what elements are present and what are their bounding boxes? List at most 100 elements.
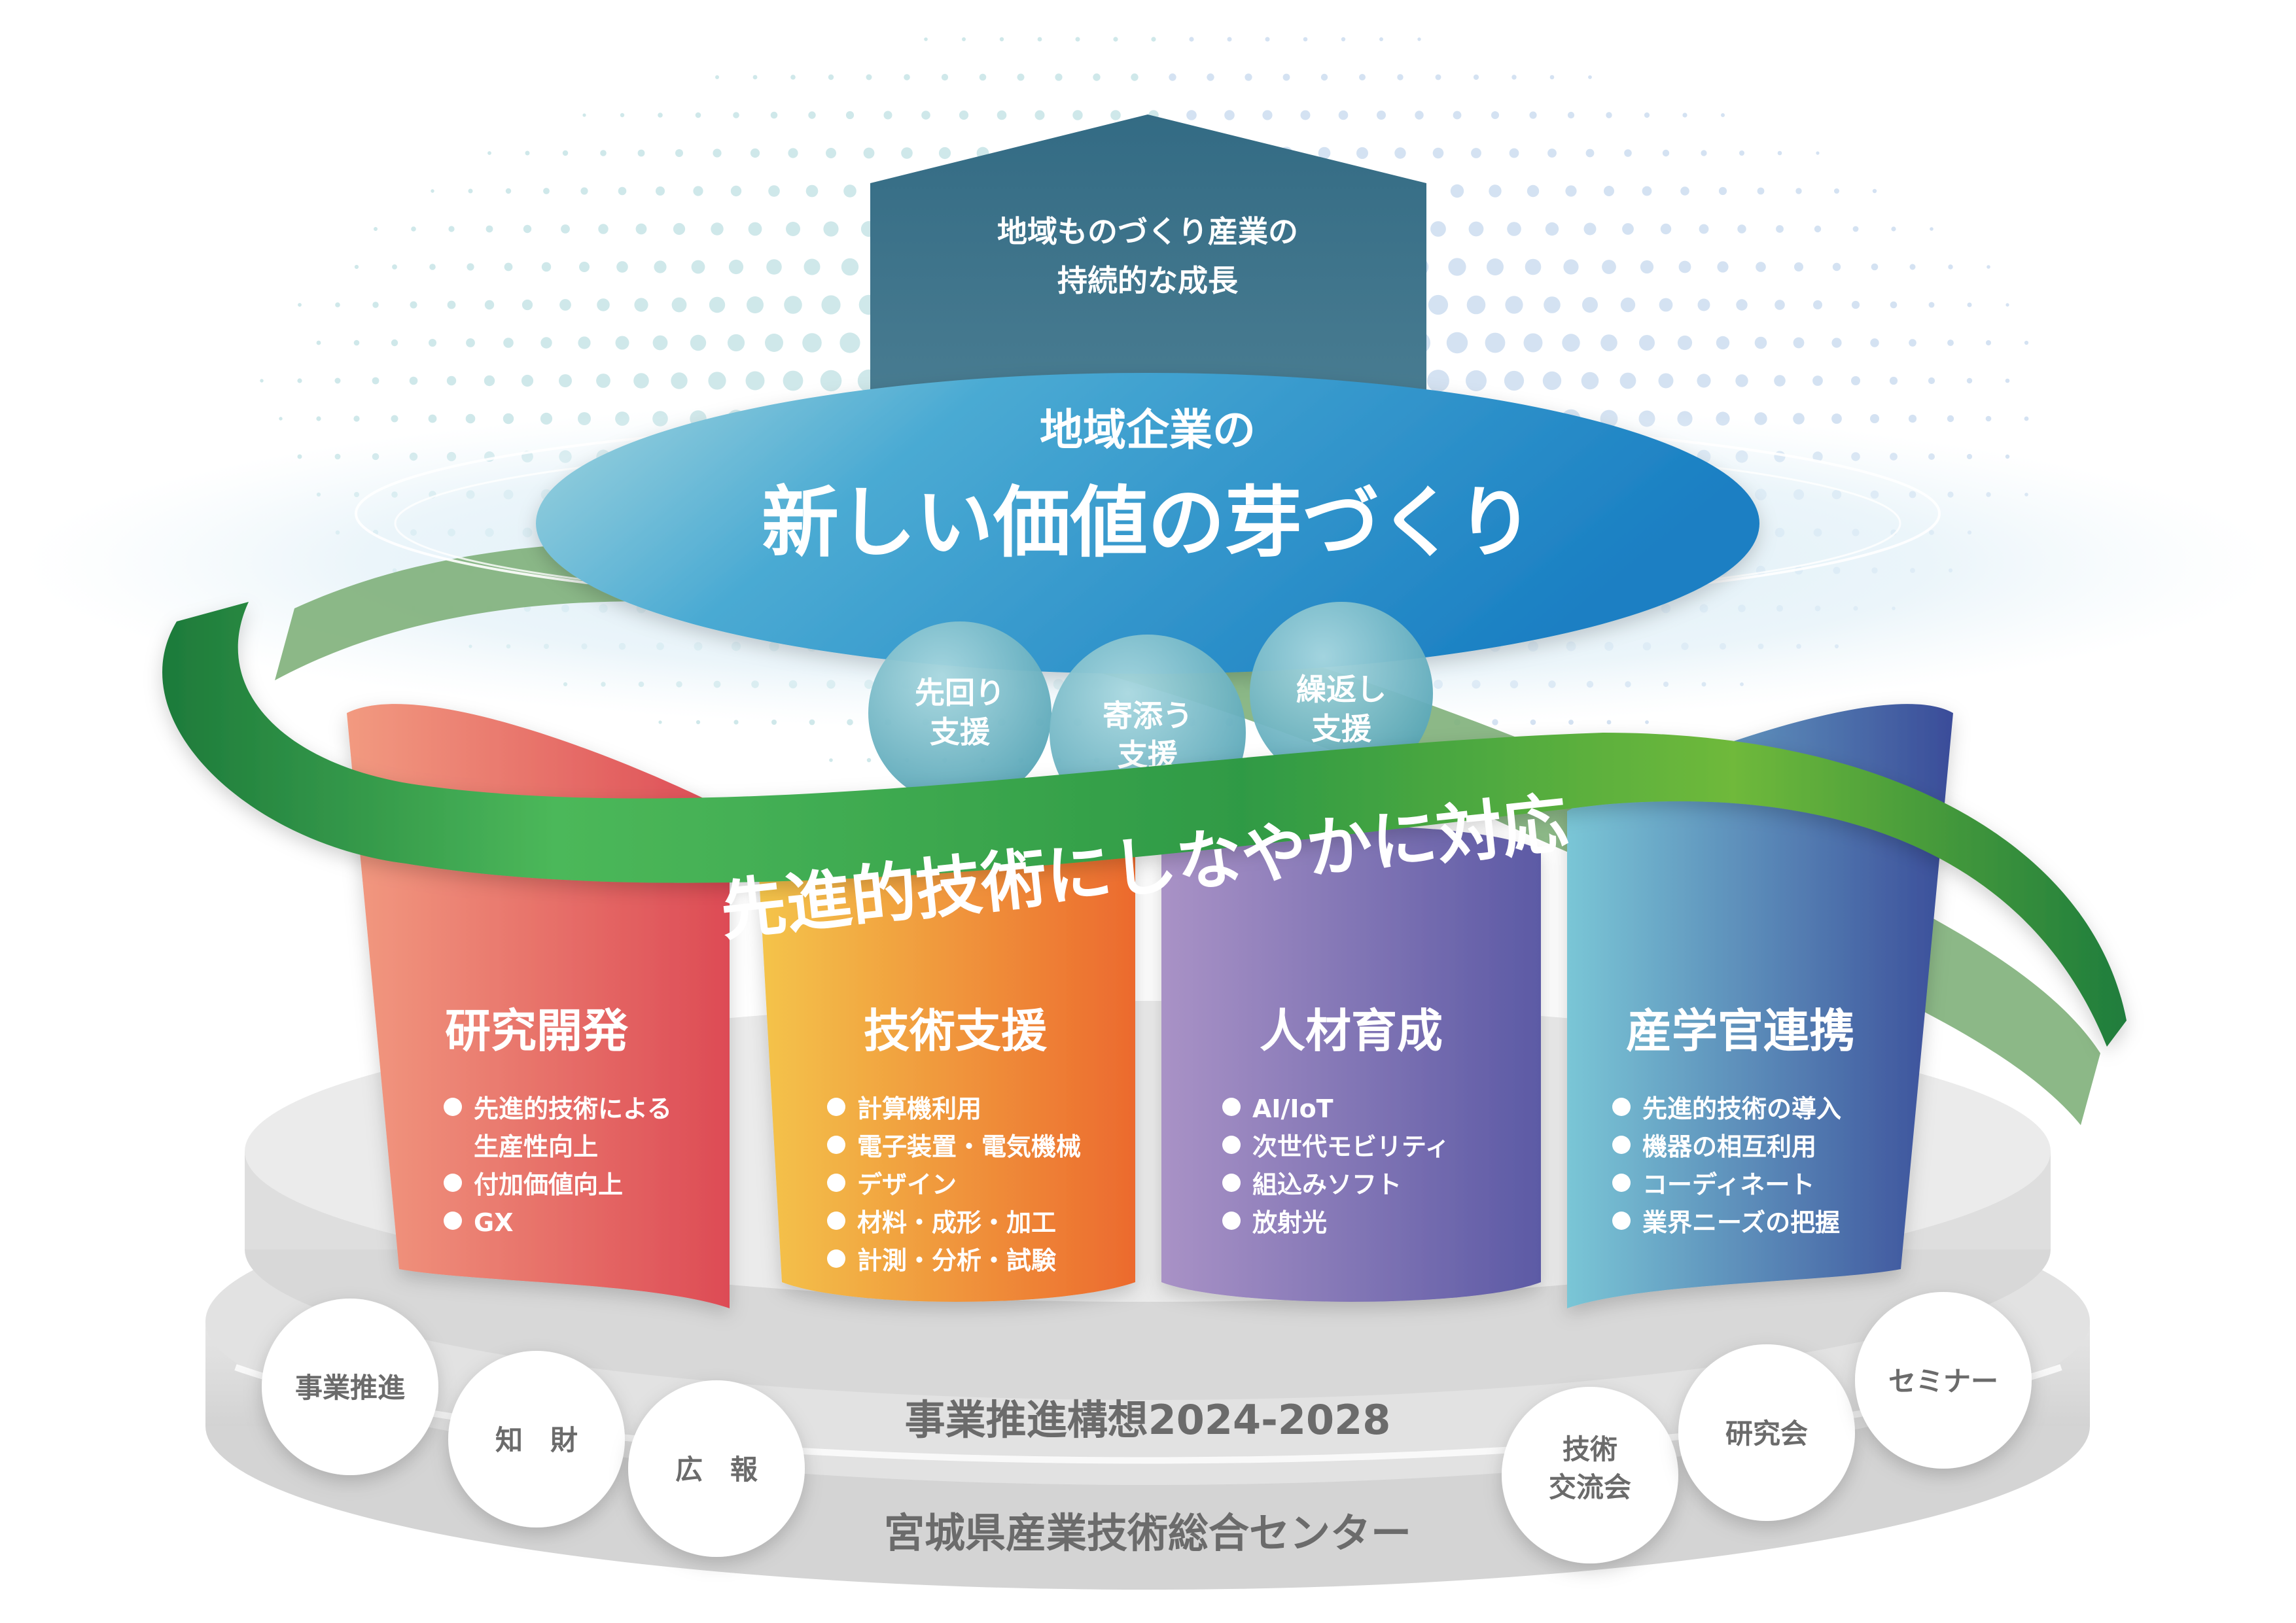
halftone-dot: [1432, 147, 1444, 159]
halftone-dot: [770, 111, 778, 119]
halftone-dot: [487, 151, 491, 155]
halftone-dot: [1072, 110, 1083, 120]
halftone-dot: [1525, 258, 1542, 275]
halftone-dot: [1504, 370, 1525, 391]
halftone-dot: [1359, 74, 1366, 80]
halftone-dot: [1415, 111, 1424, 120]
bullet: [444, 1212, 462, 1230]
halftone-dot: [1814, 225, 1822, 233]
halftone-dot: [1377, 111, 1386, 120]
halftone-dot: [1151, 37, 1156, 42]
plan-label: 事業推進構想2024-2028: [905, 1396, 1391, 1444]
halftone-dot: [1485, 332, 1506, 353]
halftone-dot: [1852, 226, 1859, 232]
halftone-dot: [1777, 150, 1782, 156]
halftone-dot: [1568, 720, 1574, 725]
base-circles: 事業推進 知 財 広 報 技術 交流会 研究会 セミナー: [262, 1292, 2032, 1563]
halftone-dot: [1831, 413, 1842, 424]
halftone-dot: [1966, 377, 1973, 384]
halftone-dot: [1678, 260, 1691, 273]
goal-line1: 地域ものづくり産業の: [997, 214, 1298, 249]
halftone-dot: [409, 376, 418, 385]
bullet: [444, 1174, 462, 1192]
halftone-dot: [541, 262, 552, 272]
halftone-dot: [2024, 416, 2029, 421]
halftone-dot: [843, 184, 857, 198]
halftone-dot: [805, 184, 819, 198]
halftone-dot: [690, 334, 707, 351]
halftone-dot: [298, 303, 302, 307]
halftone-dot: [997, 110, 1007, 120]
halftone-dot: [1505, 296, 1523, 314]
svg-text:生産性向上: 生産性向上: [474, 1132, 598, 1161]
halftone-dot: [559, 374, 572, 387]
halftone-dot: [1606, 112, 1612, 118]
halftone-dot: [1776, 225, 1784, 233]
halftone-dot: [562, 150, 569, 156]
svg-text:付加価値向上: 付加価値向上: [474, 1170, 623, 1199]
halftone-dot: [1735, 374, 1748, 387]
halftone-dot: [1507, 222, 1521, 236]
halftone-dot: [297, 378, 302, 383]
halftone-dot: [633, 373, 649, 389]
halftone-dot: [1585, 148, 1595, 158]
halftone-dot: [728, 259, 744, 275]
halftone-dot: [1563, 259, 1579, 275]
halftone-dot: [1851, 376, 1860, 385]
halftone-dot: [559, 299, 571, 311]
pillar-title: 人材育成: [1260, 1004, 1443, 1058]
core-main: 新しい価値の芽づくり: [762, 478, 1534, 568]
halftone-dot: [620, 113, 625, 118]
halftone-dot: [1967, 302, 1972, 307]
svg-text:デザイン: デザイン: [857, 1170, 957, 1199]
halftone-dot: [1716, 336, 1730, 350]
halftone-dot: [1871, 263, 1879, 271]
halftone-dot: [802, 333, 822, 353]
halftone-dot: [1588, 75, 1592, 79]
halftone-dot: [1909, 339, 1916, 347]
halftone-dot: [1909, 264, 1916, 270]
halftone-dot: [1034, 110, 1045, 120]
halftone-dot: [828, 74, 834, 80]
halftone-dot: [1736, 299, 1748, 311]
base-circle-pr: 広 報: [628, 1380, 805, 1557]
halftone-dot: [1642, 186, 1652, 196]
halftone-dot: [316, 340, 321, 345]
halftone-dot: [1891, 226, 1896, 232]
halftone-dot: [1948, 264, 1953, 270]
halftone-dot: [1718, 186, 1727, 196]
halftone-dot: [1831, 338, 1842, 348]
svg-text:寄添う: 寄添う: [1103, 698, 1193, 733]
halftone-dot: [2005, 303, 2009, 307]
halftone-dot: [1435, 74, 1441, 80]
halftone-dot: [353, 415, 360, 422]
halftone-dot: [1622, 223, 1634, 235]
halftone-dot: [652, 335, 668, 351]
svg-text:放射光: 放射光: [1252, 1208, 1327, 1237]
halftone-dot: [715, 75, 719, 79]
halftone-dot: [1529, 111, 1537, 119]
halftone-dot: [354, 264, 359, 270]
halftone-dot: [1677, 335, 1693, 351]
core-ellipse: 地域企業の 新しい価値の芽づくり: [355, 373, 1941, 674]
halftone-dot: [727, 334, 745, 352]
halftone-dot: [637, 149, 645, 157]
pillar-tech-support-text: 技術支援 計算機利用 電子装置・電気機械 デザイン 材料・成形・加工 計測・分析…: [827, 1004, 1081, 1275]
halftone-dot: [428, 414, 437, 423]
halftone-dot: [709, 296, 726, 313]
halftone-dot: [467, 263, 474, 271]
halftone-dot: [1660, 223, 1672, 235]
halftone-dot: [790, 75, 796, 80]
halftone-dot: [448, 226, 455, 232]
halftone-dot: [540, 337, 552, 349]
halftone-dot: [1870, 338, 1879, 347]
halftone-dot: [1549, 75, 1555, 80]
pillar-title: 産学官連携: [1626, 1004, 1855, 1058]
halftone-dot: [959, 110, 969, 120]
svg-text:GX: GX: [474, 1208, 514, 1237]
halftone-dot: [766, 259, 782, 275]
halftone-dot: [372, 302, 379, 308]
halftone-dot: [447, 300, 456, 309]
halftone-dot: [823, 221, 839, 237]
halftone-dot: [941, 73, 949, 81]
